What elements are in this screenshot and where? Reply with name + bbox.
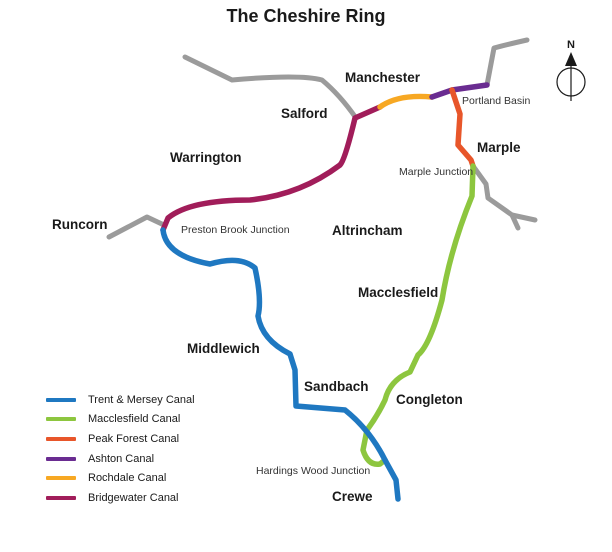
waterway-east-spur (509, 212, 521, 231)
town-middlewich: Middlewich (187, 341, 260, 356)
waterway-runcorn (106, 214, 167, 240)
legend-label: Peak Forest Canal (88, 432, 180, 445)
town-sandbach: Sandbach (304, 379, 369, 394)
canal-rochdale (377, 93, 435, 110)
legend-label: Trent & Mersey Canal (88, 393, 195, 406)
waterway-east (470, 163, 538, 223)
town-salford: Salford (281, 106, 328, 121)
other-waterways (106, 37, 538, 240)
legend-label: Macclesfield Canal (88, 413, 181, 426)
waterway-northeast (484, 37, 530, 88)
junction-hardings-wood: Hardings Wood Junction (256, 465, 370, 477)
legend-swatch (46, 495, 76, 500)
town-congleton: Congleton (396, 392, 463, 407)
legend-item: Peak Forest Canal (46, 429, 246, 449)
town-labels: Manchester Salford Warrington Runcorn Ma… (52, 70, 521, 504)
legend-swatch (46, 397, 76, 402)
junction-marple: Marple Junction (399, 166, 473, 178)
junction-portland-basin: Portland Basin (462, 95, 530, 107)
legend-item: Trent & Mersey Canal (46, 390, 246, 410)
legend-item: Ashton Canal (46, 449, 246, 469)
canal-macclesfield (360, 163, 476, 467)
map-title: The Cheshire Ring (226, 6, 386, 26)
compass-north-label: N (567, 39, 575, 51)
compass-arrow-icon (565, 52, 577, 66)
legend-item: Bridgewater Canal (46, 488, 246, 508)
town-manchester: Manchester (345, 70, 421, 85)
legend-label: Ashton Canal (88, 452, 155, 465)
legend-label: Bridgewater Canal (88, 491, 179, 504)
town-warrington: Warrington (170, 150, 242, 165)
canal-trent-mersey (160, 227, 401, 502)
town-altrincham: Altrincham (332, 223, 403, 238)
compass: N (556, 39, 586, 101)
junction-preston-brook: Preston Brook Junction (181, 224, 290, 236)
town-marple: Marple (477, 140, 521, 155)
legend-item: Rochdale Canal (46, 468, 246, 488)
legend-swatch (46, 476, 76, 481)
legend-swatch (46, 456, 76, 461)
legend-swatch (46, 436, 76, 441)
town-runcorn: Runcorn (52, 217, 108, 232)
town-macclesfield: Macclesfield (358, 285, 438, 300)
legend-label: Rochdale Canal (88, 472, 167, 485)
legend-swatch (46, 417, 76, 422)
town-crewe: Crewe (332, 489, 373, 504)
legend: Trent & Mersey Canal Macclesfield Canal … (46, 390, 246, 508)
waterway-northwest (182, 54, 359, 121)
junction-labels: Portland Basin Marple Junction Preston B… (181, 95, 530, 477)
canal-peak-forest (449, 87, 476, 169)
canal-bridgewater (160, 104, 383, 233)
legend-item: Macclesfield Canal (46, 410, 246, 430)
